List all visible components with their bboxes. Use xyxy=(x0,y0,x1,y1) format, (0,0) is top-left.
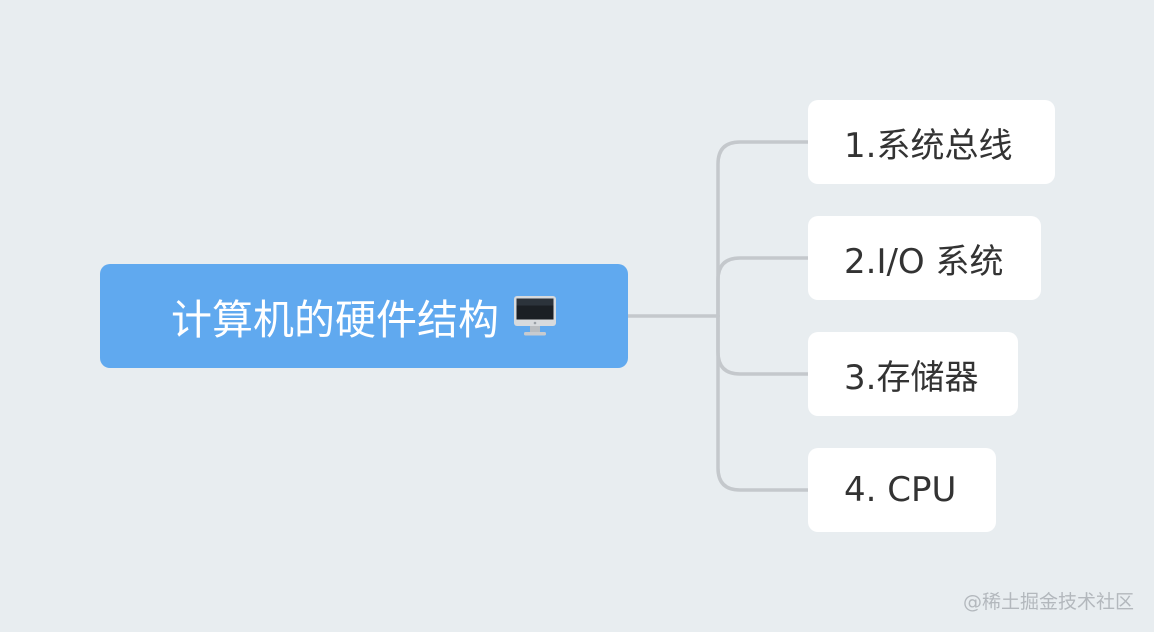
connector-branch-3 xyxy=(716,314,810,376)
subtopic-node-memory[interactable]: 3.存储器 xyxy=(808,332,1018,416)
connector-branch-1 xyxy=(716,140,810,318)
connector-branch-2 xyxy=(716,256,810,318)
subtopic-label: 3.存储器 xyxy=(844,357,979,398)
connector-branch-4 xyxy=(716,314,810,492)
root-topic-label: 计算机的硬件结构 xyxy=(171,296,499,344)
desktop-computer-icon xyxy=(514,296,556,336)
subtopic-label: 4. CPU xyxy=(844,470,957,510)
subtopic-node-cpu[interactable]: 4. CPU xyxy=(808,448,996,532)
subtopic-label: 2.I/O 系统 xyxy=(844,241,1004,282)
root-topic-node[interactable]: 计算机的硬件结构 xyxy=(100,264,628,368)
subtopic-label: 1.系统总线 xyxy=(844,125,1013,166)
watermark-text: @稀土掘金技术社区 xyxy=(962,591,1134,613)
subtopic-node-system-bus[interactable]: 1.系统总线 xyxy=(808,100,1055,184)
subtopic-node-io-system[interactable]: 2.I/O 系统 xyxy=(808,216,1041,300)
